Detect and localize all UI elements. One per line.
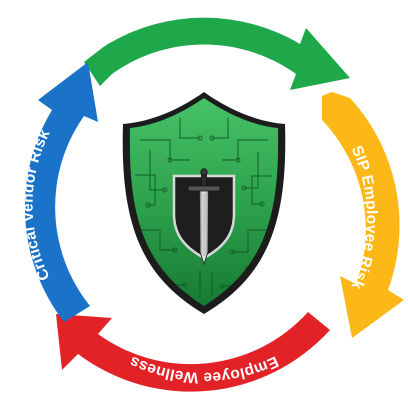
segment-employee-wellness: Employee Wellness	[56, 312, 330, 392]
shield-with-sword-icon	[122, 92, 286, 314]
circuit-pattern	[135, 118, 272, 298]
segment-top-shape	[84, 17, 350, 91]
segment-critical-vendor-risk: Critical Vendor Risk	[20, 62, 98, 322]
segment-left-shape	[24, 62, 98, 322]
segment-sip-employee-risk: SIP Employee Risk	[322, 92, 404, 338]
segment-pandemic-bcdr: Pandemic-ize BC/DR	[84, 17, 350, 91]
sword-icon	[187, 168, 221, 266]
segment-right-shape	[322, 92, 404, 338]
segment-bottom-shape	[56, 312, 330, 392]
